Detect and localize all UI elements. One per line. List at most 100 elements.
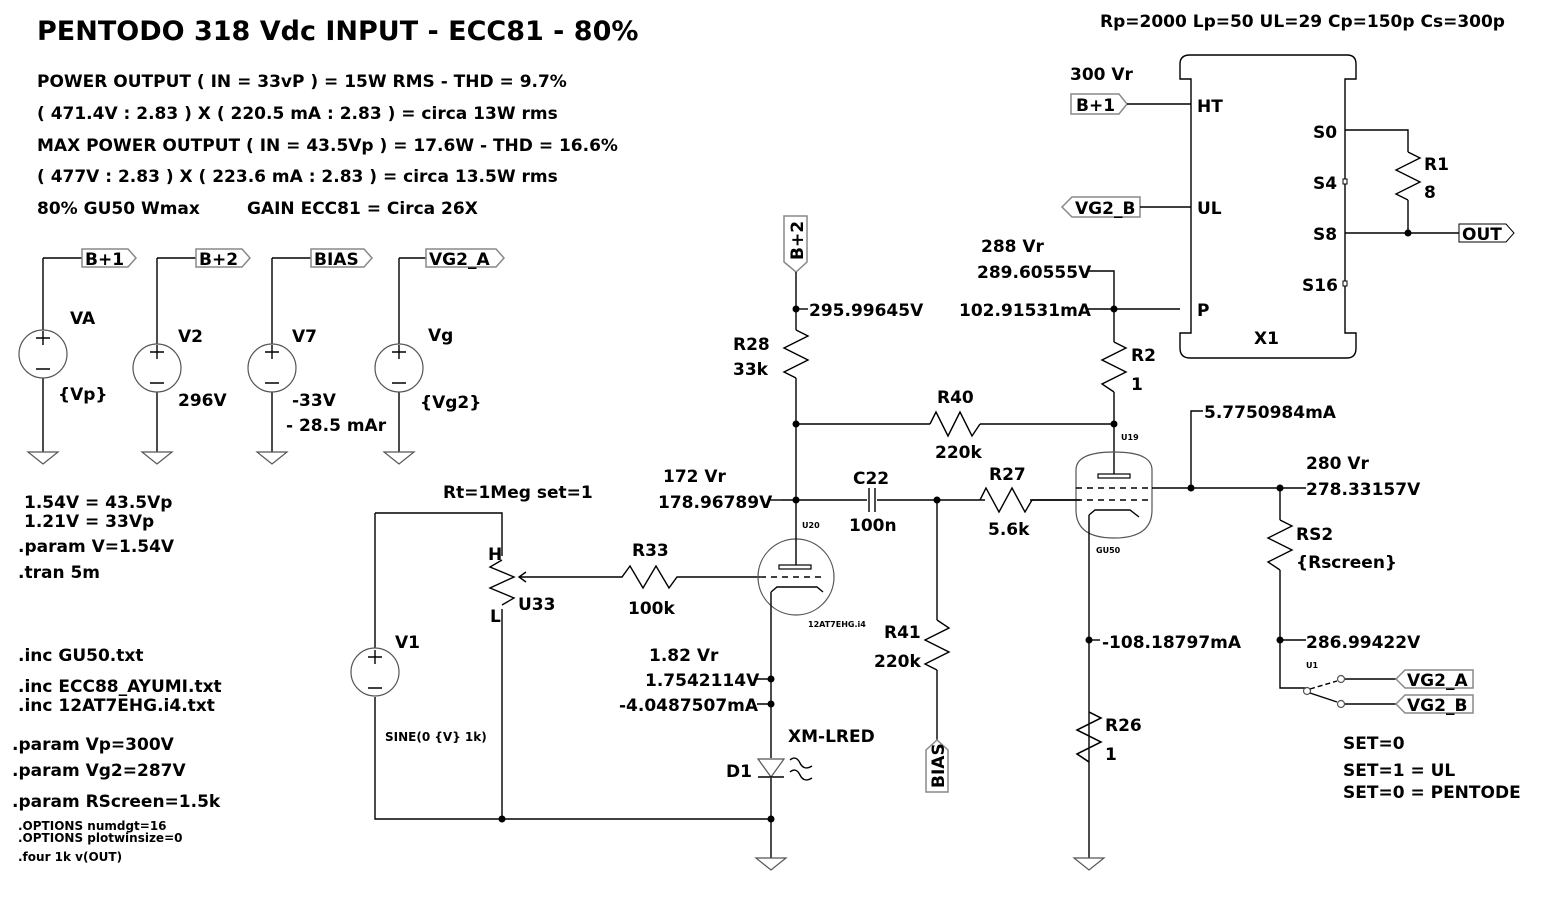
directive-note-154: 1.54V = 43.5Vp bbox=[24, 493, 172, 513]
source-va-value: {Vp} bbox=[58, 385, 108, 405]
net-flag-ht-b1[interactable] bbox=[1070, 93, 1191, 115]
r2-value: 1 bbox=[1131, 375, 1143, 395]
resistor-r41[interactable] bbox=[923, 619, 951, 671]
net-flag-bias-vertical[interactable] bbox=[925, 738, 949, 793]
switch-u1[interactable] bbox=[1302, 669, 1474, 714]
net-flag-out[interactable] bbox=[1458, 223, 1515, 243]
source-vg-name: Vg bbox=[428, 326, 453, 346]
cathode-wires bbox=[757, 675, 775, 858]
u19-model: GU50 bbox=[1096, 546, 1121, 555]
cathode-note: 1.82 Vr bbox=[649, 646, 719, 666]
input-loop-wires bbox=[374, 512, 770, 823]
resistor-r1[interactable] bbox=[1394, 151, 1422, 201]
directive-param-v[interactable]: .param V=1.54V bbox=[18, 537, 175, 557]
r27-value: 5.6k bbox=[988, 520, 1030, 540]
plate-voltage: 289.60555V bbox=[977, 263, 1092, 283]
directive-options-plotwinsize[interactable]: .OPTIONS plotwinsize=0 bbox=[18, 831, 182, 845]
x1-pin-p: P bbox=[1197, 301, 1209, 321]
directive-note-121: 1.21V = 33Vp bbox=[24, 512, 154, 532]
source-va[interactable] bbox=[18, 248, 138, 465]
resistor-r28[interactable] bbox=[782, 329, 810, 379]
bias-flag-label: BIAS bbox=[929, 743, 949, 788]
net-flag-vg2a: VG2_A bbox=[429, 250, 490, 270]
source-v1[interactable] bbox=[350, 647, 400, 697]
switch-node-voltage: 286.99422V bbox=[1306, 633, 1421, 653]
screen-wires bbox=[1187, 410, 1306, 689]
transformer-params: Rp=2000 Lp=50 UL=29 Cp=150p Cs=300p bbox=[1100, 12, 1505, 32]
directive-param-rscreen[interactable]: .param RScreen=1.5k bbox=[12, 792, 221, 812]
r27-name: R27 bbox=[989, 465, 1026, 485]
source-v2-name: V2 bbox=[178, 327, 203, 347]
driver-anode-voltage: 178.96789V bbox=[658, 493, 773, 513]
resistor-r33[interactable] bbox=[600, 564, 760, 590]
r41-name: R41 bbox=[884, 623, 921, 643]
r26-value: 1 bbox=[1105, 745, 1117, 765]
r2-name: R2 bbox=[1131, 346, 1156, 366]
directive-four[interactable]: .four 1k v(OUT) bbox=[18, 850, 122, 864]
r41-value: 220k bbox=[874, 652, 921, 672]
resistor-r2[interactable] bbox=[1100, 341, 1128, 393]
cathode-current: -4.0487507mA bbox=[619, 696, 759, 716]
source-va-name: VA bbox=[70, 309, 96, 329]
directive-inc-gu50[interactable]: .inc GU50.txt bbox=[18, 646, 143, 666]
pentode-u19[interactable] bbox=[1032, 451, 1280, 858]
resistor-r27[interactable] bbox=[979, 486, 1033, 514]
directive-inc-12at7[interactable]: .inc 12AT7EHG.i4.txt bbox=[18, 696, 215, 716]
ht-note: 300 Vr bbox=[1070, 65, 1134, 85]
source-v1-value: SINE(0 {V} 1k) bbox=[385, 730, 487, 744]
set-note-2: SET=0 = PENTODE bbox=[1343, 783, 1521, 803]
switch-vg2b-flag: VG2_B bbox=[1407, 696, 1467, 716]
ground-icon bbox=[1072, 857, 1106, 871]
triode-u20[interactable] bbox=[757, 500, 835, 705]
directive-param-vg2[interactable]: .param Vg2=287V bbox=[12, 761, 186, 781]
r40-value: 220k bbox=[935, 443, 982, 463]
directive-param-vp[interactable]: .param Vp=300V bbox=[12, 735, 175, 755]
x1-pin-s16: S16 bbox=[1302, 276, 1338, 296]
gu50-note: 80% GU50 Wmax bbox=[37, 199, 200, 219]
directive-inc-ecc88[interactable]: .inc ECC88_AYUMI.txt bbox=[18, 677, 222, 697]
cathode-wire-power bbox=[1085, 636, 1100, 644]
directive-options-numdgt[interactable]: .OPTIONS numdgt=16 bbox=[18, 819, 167, 833]
screen-current: 5.7750984mA bbox=[1204, 403, 1337, 423]
screen-voltage: 278.33157V bbox=[1306, 480, 1421, 500]
b2-node-voltage: 295.99645V bbox=[809, 301, 924, 321]
net-flag-ul-vg2b[interactable] bbox=[1060, 196, 1191, 218]
x1-name: X1 bbox=[1254, 329, 1279, 349]
resistor-r40[interactable] bbox=[929, 410, 981, 438]
pot-l-label: L bbox=[490, 607, 501, 627]
set-note-1: SET=1 = UL bbox=[1343, 761, 1455, 781]
source-v7-name: V7 bbox=[292, 327, 317, 347]
led-d1[interactable] bbox=[756, 757, 813, 781]
schematic-title: PENTODO 318 Vdc INPUT - ECC81 - 80% bbox=[37, 16, 638, 47]
r1-value: 8 bbox=[1424, 183, 1436, 203]
resistor-rs2[interactable] bbox=[1266, 519, 1294, 571]
r28-value: 33k bbox=[733, 360, 769, 380]
resistor-r26[interactable] bbox=[1075, 711, 1103, 763]
source-v2[interactable] bbox=[132, 248, 252, 465]
pot-note: Rt=1Meg set=1 bbox=[443, 483, 593, 503]
source-v7[interactable] bbox=[247, 248, 374, 465]
r33-name: R33 bbox=[632, 541, 669, 561]
switch-name: U1 bbox=[1306, 661, 1318, 670]
power-calc-note-1: ( 471.4V : 2.83 ) X ( 220.5 mA : 2.83 ) … bbox=[37, 104, 558, 124]
capacitor-c22[interactable] bbox=[868, 488, 876, 512]
directive-tran[interactable]: .tran 5m bbox=[18, 563, 100, 583]
gain-note: GAIN ECC81 = Circa 26X bbox=[247, 199, 478, 219]
output-transformer-x1[interactable] bbox=[1179, 54, 1357, 359]
source-vg[interactable] bbox=[374, 248, 506, 465]
u20-model: 12AT7EHG.i4 bbox=[808, 620, 866, 629]
screen-note: 280 Vr bbox=[1306, 454, 1370, 474]
r28-name: R28 bbox=[733, 335, 770, 355]
potentiometer-u33[interactable] bbox=[488, 559, 600, 606]
ht-flag-label: B+1 bbox=[1076, 96, 1115, 116]
c22-value: 100n bbox=[849, 516, 897, 536]
max-power-note: MAX POWER OUTPUT ( IN = 43.5Vp ) = 17.6W… bbox=[37, 136, 618, 156]
x1-pin-ht: HT bbox=[1197, 97, 1223, 117]
output-wires bbox=[1345, 129, 1459, 237]
r40-name: R40 bbox=[937, 388, 974, 408]
driver-wires bbox=[781, 272, 1114, 740]
rs2-value: {Rscreen} bbox=[1296, 553, 1397, 573]
net-flag-b2-vertical[interactable] bbox=[783, 215, 808, 273]
pot-h-label: H bbox=[488, 545, 502, 565]
